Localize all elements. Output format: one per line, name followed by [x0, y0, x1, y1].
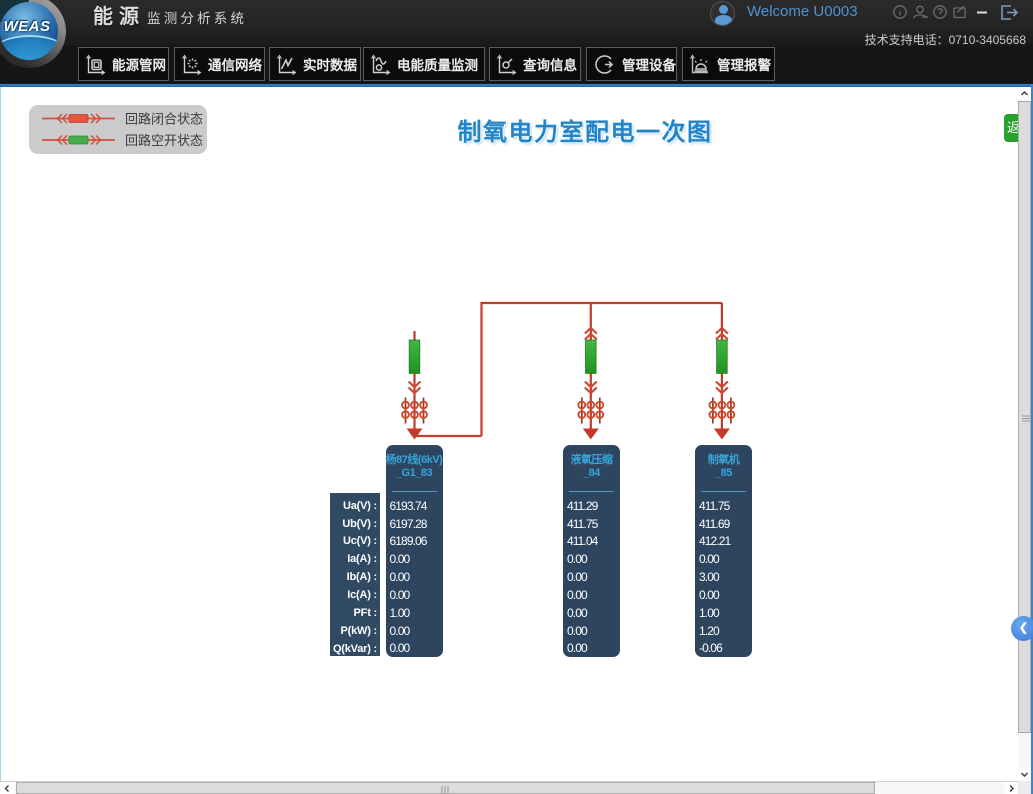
svg-text:回路空开状态: 回路空开状态	[125, 133, 203, 148]
svg-text:回路闭合状态: 回路闭合状态	[125, 112, 203, 127]
